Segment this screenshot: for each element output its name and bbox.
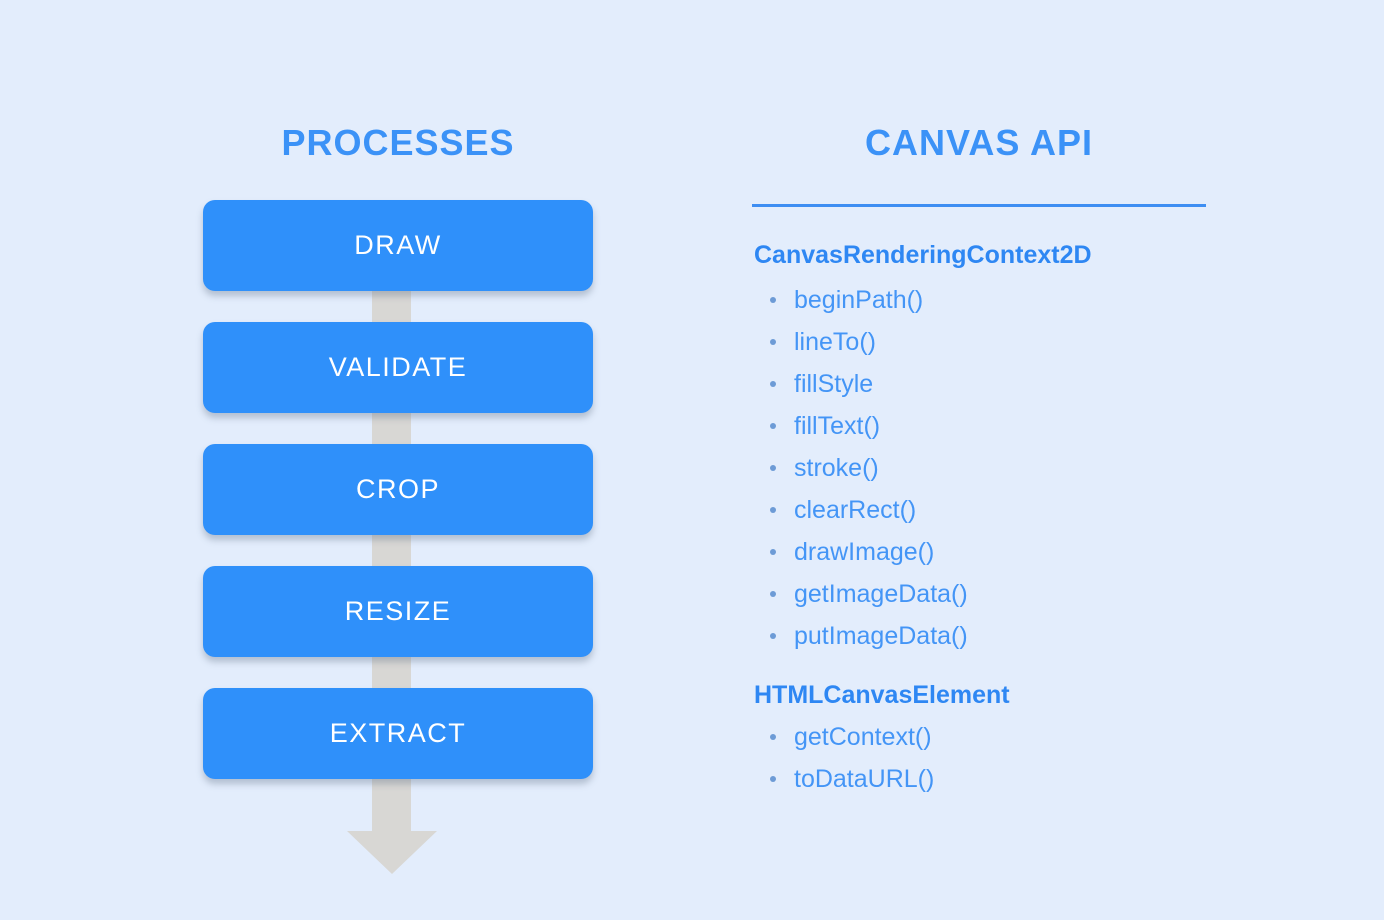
title-divider-line xyxy=(752,204,1206,207)
api-method-label: lineTo() xyxy=(794,327,876,356)
api-method-item: lineTo() xyxy=(766,321,968,363)
api-method-item: getContext() xyxy=(766,716,934,758)
api-method-item: toDataURL() xyxy=(766,758,934,800)
api-method-item: getImageData() xyxy=(766,573,968,615)
api-method-label: clearRect() xyxy=(794,495,917,524)
bullet-icon xyxy=(770,465,776,471)
api-method-label: toDataURL() xyxy=(794,764,935,793)
bullet-icon xyxy=(770,507,776,513)
canvas-api-title: CANVAS API xyxy=(864,122,1094,163)
api-method-label: stroke() xyxy=(794,453,879,482)
processes-title: PROCESSES xyxy=(281,122,515,163)
api-method-label: getContext() xyxy=(794,722,932,751)
process-step-box: CROP xyxy=(203,444,593,535)
api-method-label: fillText() xyxy=(794,411,881,440)
api-method-label: putImageData() xyxy=(794,621,968,650)
process-step-box: RESIZE xyxy=(203,566,593,657)
bullet-icon xyxy=(770,549,776,555)
bullet-icon xyxy=(770,381,776,387)
bullet-icon xyxy=(770,297,776,303)
api-method-item: beginPath() xyxy=(766,279,968,321)
bullet-icon xyxy=(770,776,776,782)
api-method-list-canvaselement: getContext() toDataURL() xyxy=(766,716,934,800)
api-method-item: putImageData() xyxy=(766,615,968,657)
process-step-box: DRAW xyxy=(203,200,593,291)
api-method-label: fillStyle xyxy=(794,369,874,398)
api-method-label: getImageData() xyxy=(794,579,968,608)
api-method-label: drawImage() xyxy=(794,537,935,566)
api-method-list-context2d: beginPath() lineTo() fillStyle fillText(… xyxy=(766,279,968,657)
bullet-icon xyxy=(770,633,776,639)
process-step-box: EXTRACT xyxy=(203,688,593,779)
bullet-icon xyxy=(770,734,776,740)
process-step-list: DRAW VALIDATE CROP RESIZE EXTRACT xyxy=(203,200,593,779)
bullet-icon xyxy=(770,423,776,429)
api-method-item: drawImage() xyxy=(766,531,968,573)
bullet-icon xyxy=(770,591,776,597)
api-method-item: fillText() xyxy=(766,405,968,447)
api-method-item: clearRect() xyxy=(766,489,968,531)
flow-arrow-down-icon xyxy=(347,831,437,874)
section-heading-canvasrenderingcontext2d: CanvasRenderingContext2D xyxy=(754,241,1092,269)
section-heading-htmlcanvaselement: HTMLCanvasElement xyxy=(754,681,1010,709)
api-method-item: fillStyle xyxy=(766,363,968,405)
api-method-item: stroke() xyxy=(766,447,968,489)
bullet-icon xyxy=(770,339,776,345)
process-step-box: VALIDATE xyxy=(203,322,593,413)
api-method-label: beginPath() xyxy=(794,285,924,314)
